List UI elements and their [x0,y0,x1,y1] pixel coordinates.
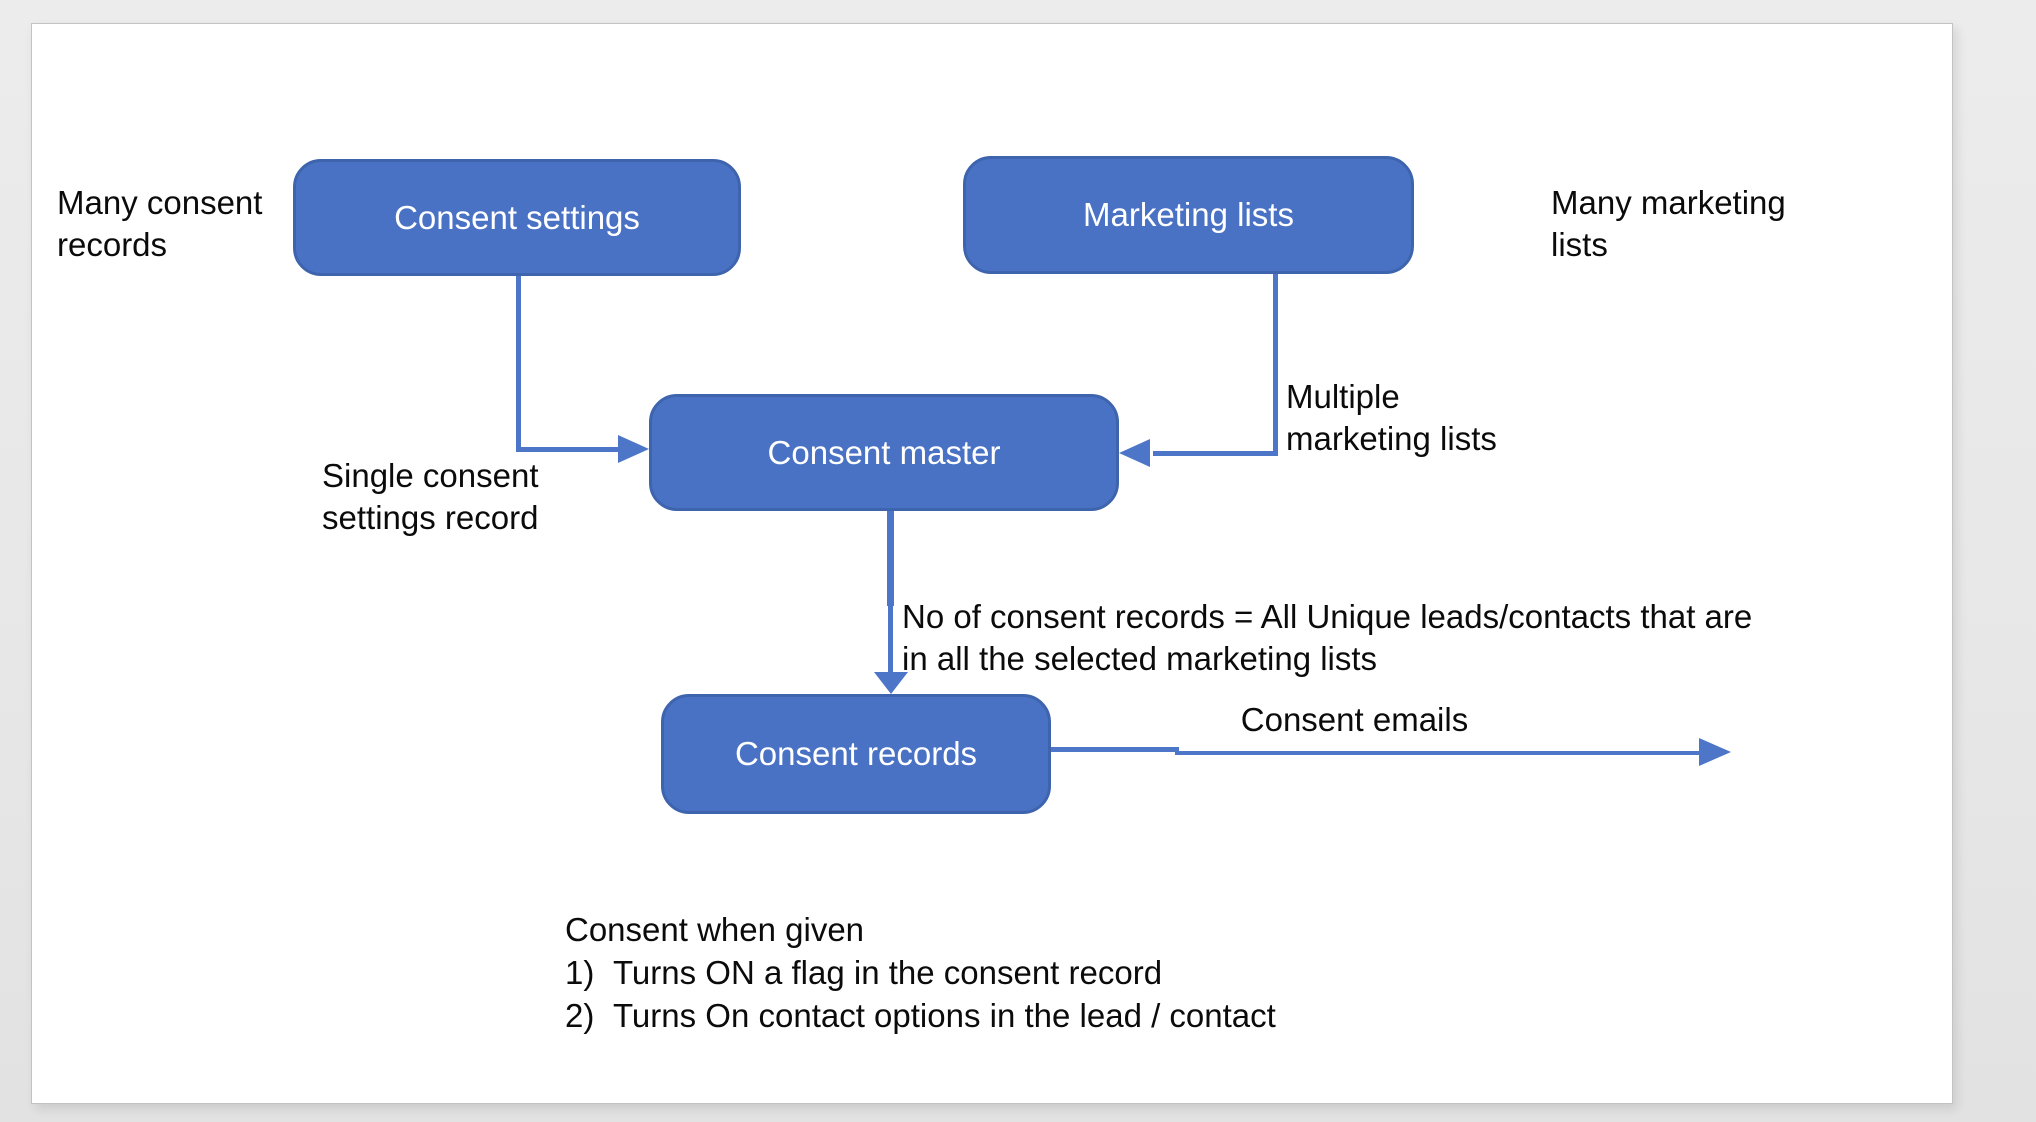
node-consent-master-label: Consent master [767,433,1001,471]
annotation-line: Single consent [322,457,539,494]
note-text: Turns ON a flag in the consent record [613,954,1163,991]
connector-settings-to-master-vertical [516,276,521,450]
connector-marketing-to-master-vertical [1273,274,1278,453]
annotation-single-consent-settings-record: Single consent settings record [322,455,538,539]
slide-page: Consent settings Marketing lists Consent… [31,23,1953,1104]
connector-records-out-segment1 [1051,747,1179,752]
note-number: 1) [565,954,595,991]
node-consent-settings[interactable]: Consent settings [293,159,741,276]
annotation-line: settings record [322,499,539,536]
notes-block: Consent when given 1) Turns ON a flag in… [565,908,1276,1037]
annotation-line: lists [1551,226,1608,263]
notes-title: Consent when given [565,911,865,948]
annotation-many-consent-records: Many consent records [57,182,262,266]
annotation-consent-emails: Consent emails [1237,699,1472,741]
annotation-line: marketing lists [1286,420,1497,457]
node-consent-records[interactable]: Consent records [661,694,1051,814]
arrowhead-into-master-right [1119,439,1150,467]
node-marketing-lists[interactable]: Marketing lists [963,156,1414,274]
annotation-line: Consent emails [1240,701,1469,738]
connector-master-to-records-upper [887,511,894,606]
arrowhead-consent-emails [1699,738,1731,766]
annotation-line: No of consent records = All Unique leads… [902,598,1753,635]
note-item-2: 2) Turns On contact options in the lead … [565,994,1276,1037]
connector-master-to-records-lower [888,606,893,674]
annotation-line: in all the selected marketing lists [902,640,1378,677]
node-consent-records-label: Consent records [734,735,978,772]
connector-records-out-segment2 [1175,751,1703,755]
node-consent-master[interactable]: Consent master [649,394,1119,511]
annotation-consent-records-count: No of consent records = All Unique leads… [902,596,1752,680]
annotation-many-marketing-lists: Many marketing lists [1551,182,1786,266]
note-item-1: 1) Turns ON a flag in the consent record [565,951,1276,994]
annotation-line: Multiple [1286,378,1400,415]
connector-settings-to-master-horizontal [516,447,618,452]
note-number: 2) [565,997,595,1034]
annotation-line: Many consent [57,184,263,221]
annotation-line: records [57,226,168,263]
arrowhead-into-master-left [618,435,649,463]
annotation-multiple-marketing-lists: Multiple marketing lists [1286,376,1497,460]
arrowhead-into-records-top [874,672,908,694]
annotation-line: Many marketing [1551,184,1786,221]
node-marketing-lists-label: Marketing lists [1083,196,1294,233]
note-text: Turns On contact options in the lead / c… [613,997,1276,1034]
node-consent-settings-label: Consent settings [394,198,640,236]
connector-marketing-to-master-horizontal [1153,451,1278,456]
